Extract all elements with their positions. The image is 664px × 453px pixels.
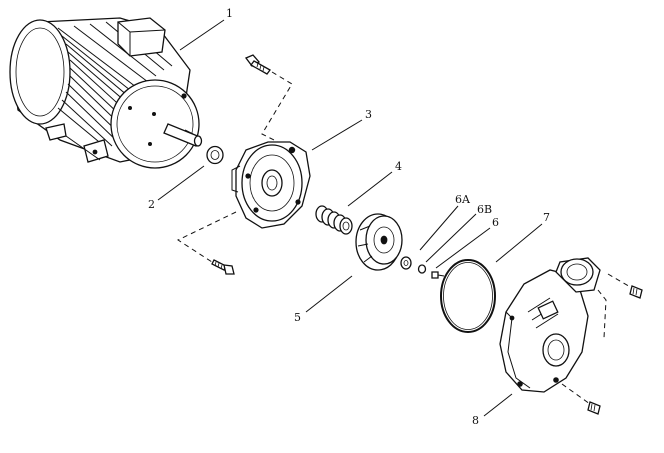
- seal-plate-part: [231, 141, 311, 229]
- upper-bolt: [244, 54, 293, 143]
- impeller-screw-part: [431, 271, 445, 279]
- callout-1: 1: [226, 7, 233, 20]
- leader-lines: [157, 19, 543, 417]
- lower-bolt: [176, 211, 237, 275]
- callout-8: 8: [472, 414, 479, 427]
- mechanical-seal-part: [315, 205, 353, 235]
- impeller-part: [355, 213, 403, 271]
- volute-casing-part: [499, 257, 601, 393]
- motor-part: [9, 17, 203, 169]
- callout-6b: 6B: [477, 203, 492, 216]
- callout-7: 7: [543, 211, 550, 224]
- callout-2: 2: [148, 198, 155, 211]
- callout-6a: 6A: [455, 193, 471, 206]
- o-ring-part: [440, 259, 496, 333]
- impeller-nut-part: [417, 264, 427, 274]
- callout-3: 3: [365, 108, 372, 121]
- drain-plugs: [561, 273, 643, 415]
- slinger-washer-part: [206, 145, 224, 165]
- callout-4: 4: [395, 160, 402, 173]
- impeller-washer-part: [400, 256, 412, 270]
- callout-5: 5: [294, 311, 301, 324]
- callout-6: 6: [492, 216, 499, 229]
